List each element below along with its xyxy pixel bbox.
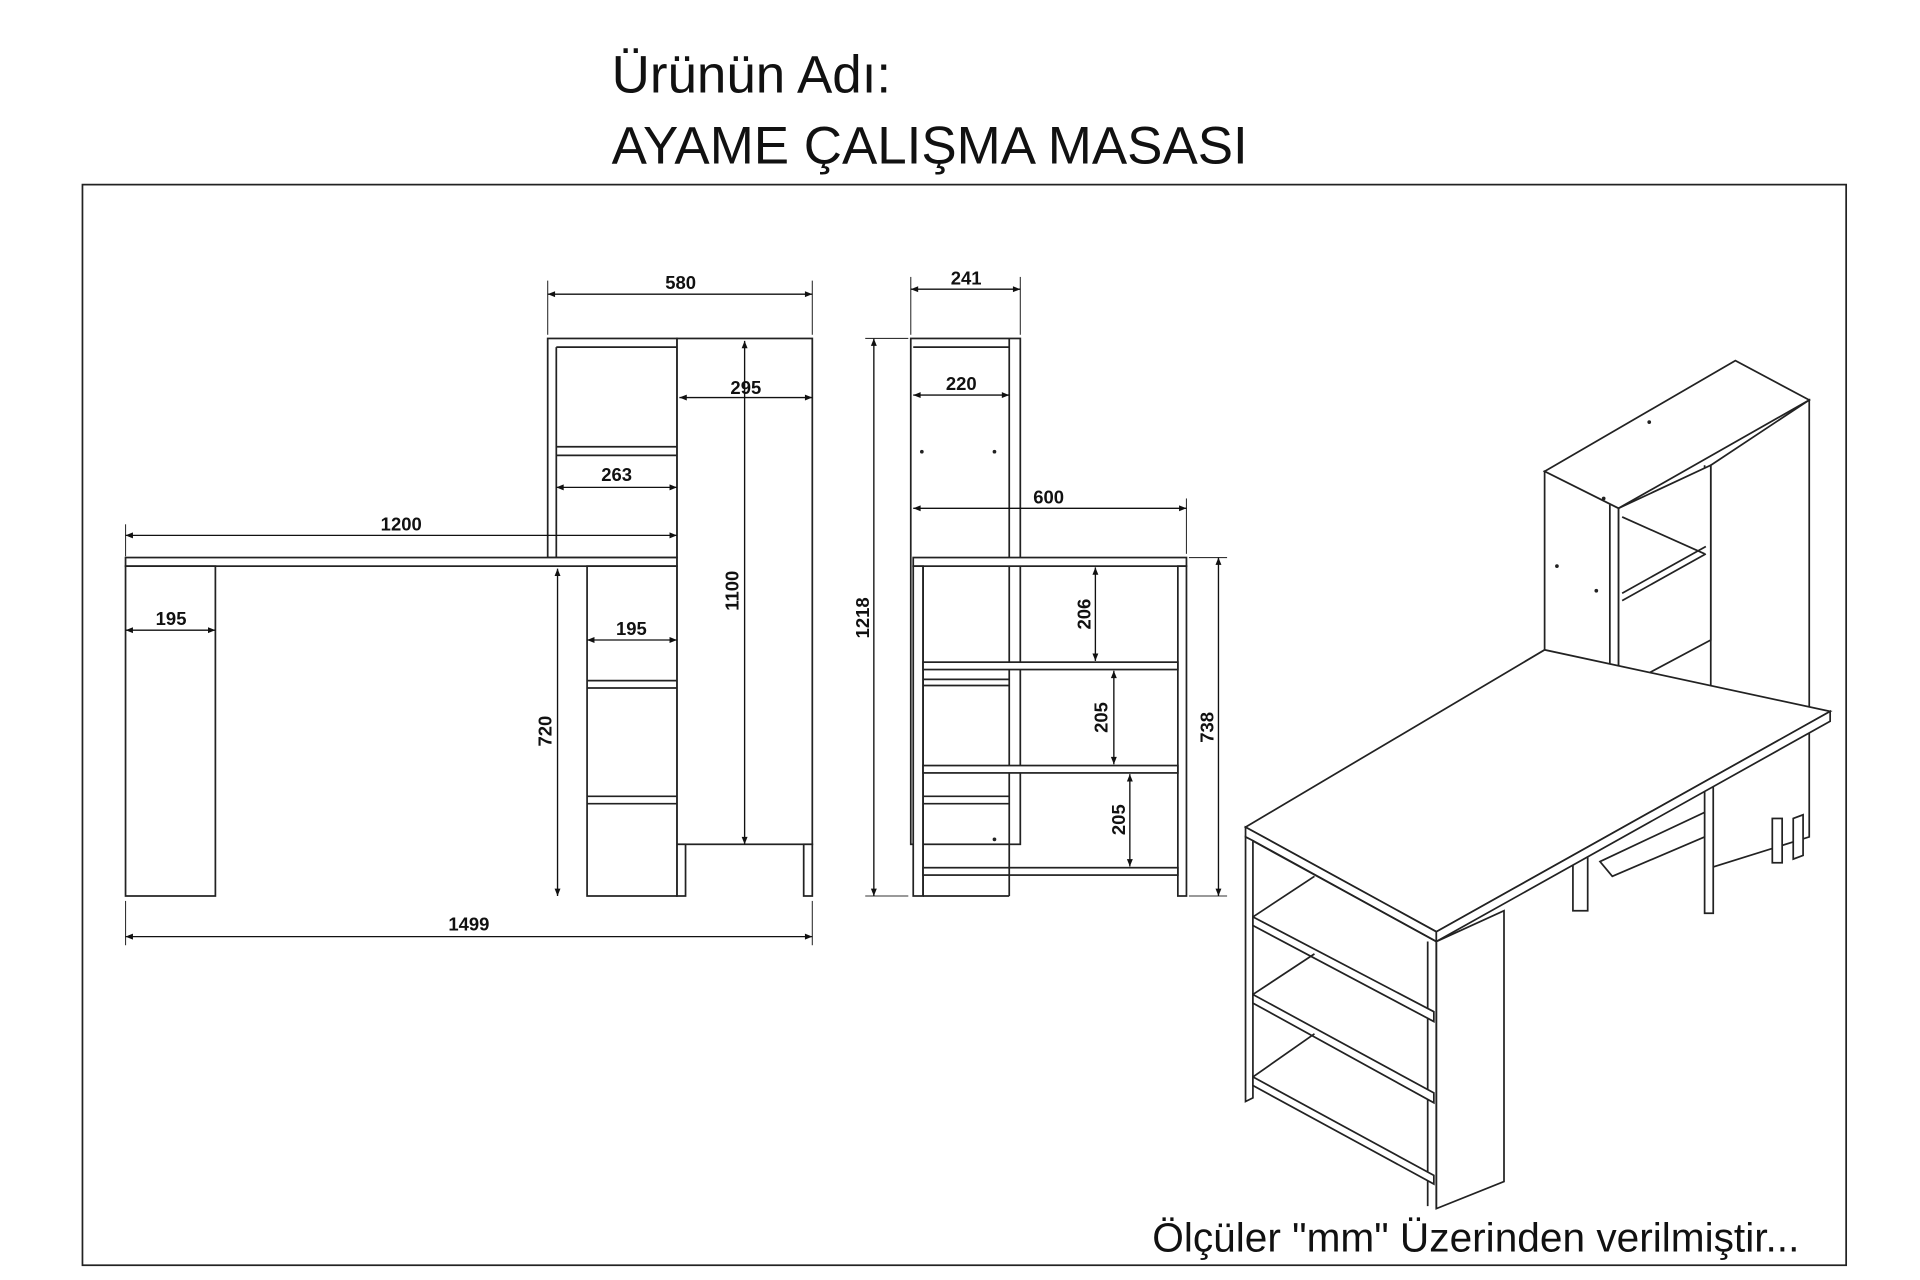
dim-205-a: 205	[1091, 702, 1112, 733]
dim-295: 295	[730, 377, 761, 398]
dim-241: 241	[951, 267, 982, 288]
drawing-frame	[81, 183, 1848, 1267]
dim-1200: 1200	[381, 513, 422, 534]
product-label: Ürünün Adı:	[612, 45, 891, 104]
dim-738: 738	[1197, 712, 1218, 743]
isometric-view	[1243, 359, 1833, 1210]
dim-1218: 1218	[852, 597, 873, 638]
dim-220: 220	[946, 373, 977, 394]
side-view: 241 220 600 1218 738 206 205 205	[852, 267, 1228, 897]
dim-195-left: 195	[156, 608, 187, 629]
product-name: AYAME ÇALIŞMA MASASI	[612, 117, 1248, 176]
dim-580: 580	[665, 272, 696, 293]
dim-263: 263	[601, 464, 632, 485]
front-view: 580 295 263 1200 195 195 720 1100 1499	[124, 272, 814, 946]
dim-206: 206	[1073, 599, 1094, 630]
dim-600: 600	[1033, 486, 1064, 507]
measurement-note: Ölçüler "mm" Üzerinden verilmiştir...	[1152, 1215, 1799, 1261]
dim-720: 720	[534, 716, 555, 747]
dim-1499: 1499	[448, 913, 489, 934]
dim-1100: 1100	[721, 571, 742, 611]
dim-195-right: 195	[616, 618, 647, 639]
dim-205-b: 205	[1108, 804, 1129, 835]
